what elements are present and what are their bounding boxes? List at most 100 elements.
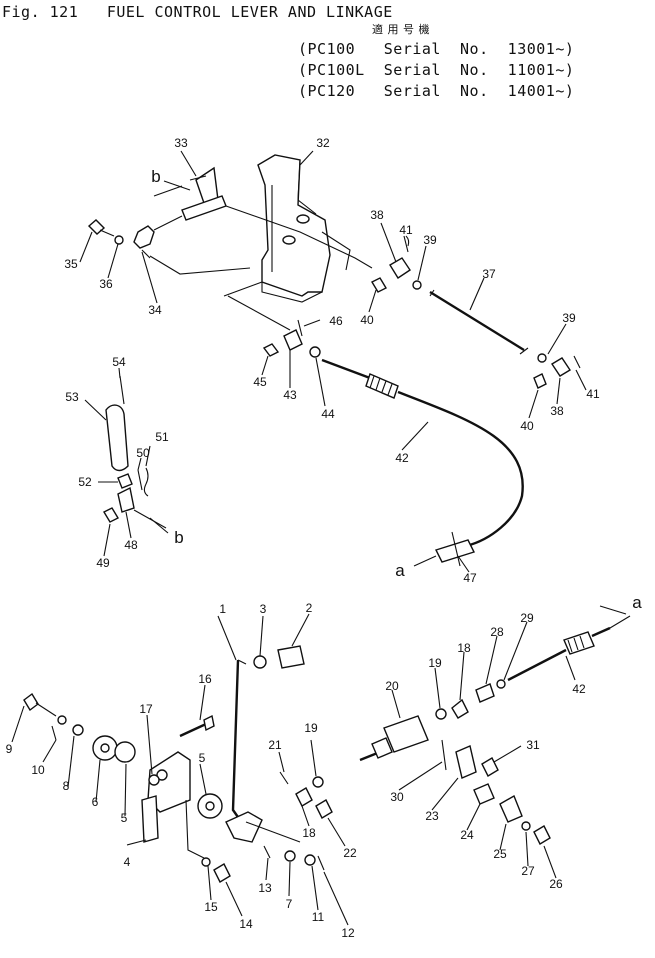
callout-19-left: 19 xyxy=(304,721,318,735)
cylinder-20 xyxy=(383,715,429,753)
callout-42-lower: 42 xyxy=(572,682,586,696)
reference-b-top: b xyxy=(151,167,160,186)
callout-30: 30 xyxy=(390,790,404,804)
callout-16: 16 xyxy=(198,672,212,686)
applicability-label: 適 用 号 機 xyxy=(372,23,430,36)
callout-29: 29 xyxy=(520,611,534,625)
callout-33: 33 xyxy=(174,136,188,150)
bolt-9 xyxy=(23,692,39,712)
cable-end-47 xyxy=(435,539,475,563)
pin-40-lower xyxy=(533,373,547,389)
leader-lines xyxy=(11,150,627,926)
pin-54 xyxy=(119,375,125,405)
washer-39-upper xyxy=(412,280,422,290)
lower-right-assembly xyxy=(359,615,631,845)
callout-37: 37 xyxy=(482,267,496,281)
split-pin-41-upper xyxy=(403,235,410,253)
callout-28: 28 xyxy=(490,625,504,639)
callout-44: 44 xyxy=(321,407,335,421)
callout-22: 22 xyxy=(343,846,357,860)
callout-53: 53 xyxy=(65,390,79,404)
nut-3 xyxy=(253,655,267,669)
callout-11: 11 xyxy=(312,910,325,924)
callout-13: 13 xyxy=(258,881,272,895)
fitting-28 xyxy=(475,683,495,703)
lower-left-assembly xyxy=(23,645,333,883)
washer-10 xyxy=(57,715,67,725)
yoke-18-right xyxy=(451,698,469,719)
bolt-16 xyxy=(179,722,207,738)
clamp-34 xyxy=(133,225,155,249)
callout-40-lower: 40 xyxy=(520,419,534,433)
callout-5-left: 5 xyxy=(121,811,128,825)
callout-38-upper: 38 xyxy=(370,208,384,222)
yoke-38-lower xyxy=(551,357,571,377)
serial-line-pc120: (PC120 Serial No. 14001~) xyxy=(298,82,575,100)
washer-7 xyxy=(284,850,296,862)
callout-43: 43 xyxy=(283,388,297,402)
serial-line-pc100l: (PC100L Serial No. 11001~) xyxy=(298,61,575,79)
pin-45 xyxy=(262,343,280,357)
callout-42-upper: 42 xyxy=(395,451,409,465)
callout-48: 48 xyxy=(124,538,138,552)
callout-2: 2 xyxy=(306,601,313,615)
split-pin-30 xyxy=(441,739,447,771)
callout-21: 21 xyxy=(268,738,282,752)
reference-b-bottom: b xyxy=(174,528,183,547)
callout-52: 52 xyxy=(78,475,92,489)
callout-46: 46 xyxy=(329,314,343,328)
spring-51 xyxy=(143,467,149,497)
callout-20: 20 xyxy=(385,679,399,693)
washer-15 xyxy=(201,857,211,867)
callout-7: 7 xyxy=(286,897,293,911)
split-pin-12 xyxy=(317,855,325,871)
washer-44 xyxy=(309,346,321,358)
nut-52 xyxy=(117,473,133,489)
callout-49: 49 xyxy=(96,556,110,570)
callout-23: 23 xyxy=(425,809,439,823)
callout-41-upper: 41 xyxy=(399,223,413,237)
callout-17: 17 xyxy=(139,702,153,716)
callout-38-lower: 38 xyxy=(550,404,564,418)
yoke-23 xyxy=(455,745,477,779)
callout-4: 4 xyxy=(124,855,131,869)
clamp-43 xyxy=(283,329,303,351)
callout-25: 25 xyxy=(493,847,507,861)
callout-18-left: 18 xyxy=(302,826,316,840)
callout-24: 24 xyxy=(460,828,474,842)
callout-45: 45 xyxy=(253,375,267,389)
bushing-24 xyxy=(473,783,495,805)
figure-title: Fig. 121 FUEL CONTROL LEVER AND LINKAGE xyxy=(2,3,393,21)
washer-36 xyxy=(114,235,124,245)
callout-50: 50 xyxy=(136,446,150,460)
pin-13 xyxy=(263,845,271,859)
callout-36: 36 xyxy=(99,277,113,291)
rod-37 xyxy=(429,290,525,352)
nut-8 xyxy=(72,724,84,736)
callout-54: 54 xyxy=(112,355,126,369)
upper-assembly xyxy=(87,154,581,567)
callout-3: 3 xyxy=(260,602,267,616)
callout-27: 27 xyxy=(521,864,535,878)
callout-35: 35 xyxy=(64,257,78,271)
nut-19-left xyxy=(312,776,324,788)
callout-18-right: 18 xyxy=(457,641,471,655)
callout-14: 14 xyxy=(239,917,253,931)
callout-5-right: 5 xyxy=(199,751,206,765)
pin-46 xyxy=(297,319,303,337)
bolt-49 xyxy=(103,507,119,523)
callout-32: 32 xyxy=(316,136,330,150)
pin-40-upper xyxy=(371,277,387,293)
callout-47: 47 xyxy=(463,571,477,585)
nut-11 xyxy=(304,854,316,866)
bolt-26 xyxy=(533,825,551,845)
bolt-14 xyxy=(213,863,231,883)
callout-26: 26 xyxy=(549,877,563,891)
lever-arm xyxy=(225,811,263,843)
callout-51: 51 xyxy=(155,430,169,444)
bolt-35 xyxy=(87,219,106,235)
callout-15: 15 xyxy=(204,900,218,914)
callout-19-right: 19 xyxy=(428,656,442,670)
lever-48 xyxy=(117,486,135,513)
